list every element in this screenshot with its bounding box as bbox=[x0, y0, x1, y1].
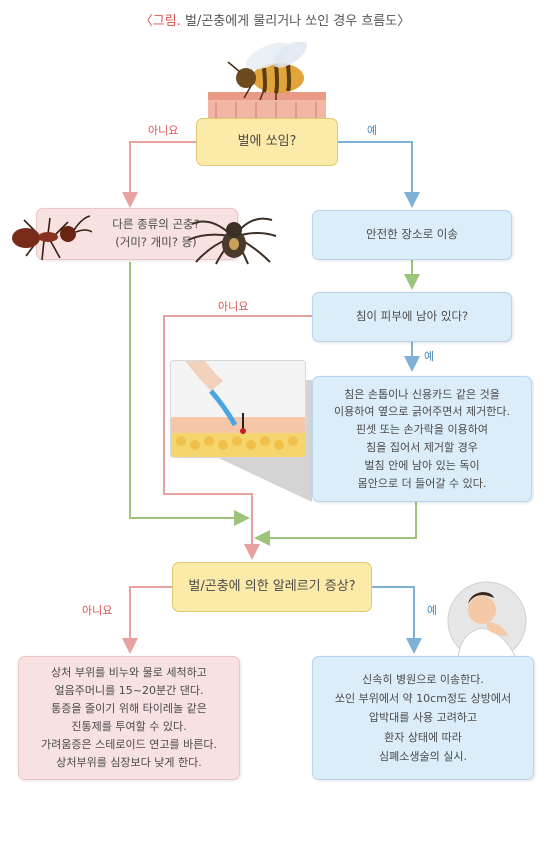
remove-line-4: 침을 집어서 제거할 경우 bbox=[366, 441, 478, 454]
node-stinger-remains-question: 침이 피부에 남아 있다? bbox=[312, 292, 512, 342]
yes-allergy-line-3: 압박대를 사용 고려하고 bbox=[368, 711, 478, 725]
edge-allergy-yes bbox=[372, 586, 422, 654]
title-tag: 〈그림. bbox=[139, 14, 181, 29]
remove-line-2: 이용하여 옆으로 긁어주면서 제거한다. bbox=[334, 405, 510, 419]
label-no-allergy: 아니요 bbox=[82, 604, 113, 617]
label-yes-sting: 예 bbox=[367, 124, 378, 137]
edge-sting-no bbox=[122, 141, 196, 208]
node-bee-sting-question: 벌에 쏘임? bbox=[196, 118, 338, 166]
node-bee-sting-text: 벌에 쏘임? bbox=[237, 133, 297, 149]
other-insect-line-1: 다른 종류의 곤충? bbox=[112, 217, 200, 232]
no-allergy-line-1: 상처 부위를 비누와 물로 세척하고 bbox=[51, 665, 207, 679]
edge-remove-allergy bbox=[254, 502, 417, 546]
spider-illustration bbox=[187, 217, 277, 265]
node-allergy-question: 벌/곤충에 의한 알레르기 증상? bbox=[172, 562, 372, 612]
label-yes-allergy: 예 bbox=[427, 604, 438, 617]
stinger-removal-illustration bbox=[170, 360, 306, 458]
edge-stinger-no bbox=[163, 315, 312, 560]
label-yes-stinger: 예 bbox=[424, 350, 435, 363]
node-no-allergy-care: 상처 부위를 비누와 물로 세척하고 얼음주머니를 15~20분간 댄다. 통증… bbox=[18, 656, 240, 780]
edge-allergy-no bbox=[122, 586, 172, 654]
no-allergy-line-4: 진통제를 투여할 수 있다. bbox=[71, 720, 187, 733]
remove-line-3: 핀셋 또는 손가락을 이용하여 bbox=[356, 423, 488, 437]
yes-allergy-line-1: 신속히 병원으로 이송한다. bbox=[362, 672, 484, 686]
label-no-sting: 아니요 bbox=[148, 124, 179, 137]
node-move-to-safe-place: 안전한 장소로 이송 bbox=[312, 210, 512, 260]
no-allergy-line-5: 가려움증은 스테로이드 연고를 바른다. bbox=[41, 738, 217, 752]
title-text: 벌/곤충에게 물리거나 쏘인 경우 흐름도〉 bbox=[180, 14, 411, 29]
no-allergy-line-3: 통증을 줄이기 위해 타이레놀 같은 bbox=[51, 701, 207, 715]
remove-line-6: 몸안으로 더 들어갈 수 있다. bbox=[357, 476, 487, 490]
other-insect-line-2: (거미? 개미? 등) bbox=[115, 235, 197, 249]
node-remove-stinger-instructions: 침은 손톱이나 신용카드 같은 것을 이용하여 옆으로 긁어주면서 제거한다. … bbox=[312, 376, 532, 502]
bee-on-skin-illustration bbox=[208, 42, 326, 120]
diagram-title: 〈그림. 벌/곤충에게 물리거나 쏘인 경우 흐름도〉 bbox=[0, 10, 550, 29]
node-allergy-emergency-care: 신속히 병원으로 이송한다. 쏘인 부위에서 약 10cm정도 상방에서 압박대… bbox=[312, 656, 534, 780]
patient-neck-illustration bbox=[447, 581, 527, 661]
yes-allergy-line-2: 쏘인 부위에서 약 10cm정도 상방에서 bbox=[334, 692, 512, 706]
edge-other-allergy bbox=[129, 262, 250, 526]
stinger-question-text: 침이 피부에 남아 있다? bbox=[355, 309, 469, 324]
label-no-stinger: 아니요 bbox=[218, 300, 249, 313]
yes-allergy-line-4: 환자 상태에 따라 bbox=[384, 730, 462, 744]
remove-line-1: 침은 손톱이나 신용카드 같은 것을 bbox=[344, 387, 500, 401]
allergy-question-text: 벌/곤충에 의한 알레르기 증상? bbox=[188, 578, 356, 594]
move-safe-text: 안전한 장소로 이송 bbox=[366, 227, 458, 242]
no-allergy-line-2: 얼음주머니를 15~20분간 댄다. bbox=[54, 683, 204, 697]
yes-allergy-line-5: 심폐소생술의 실시. bbox=[379, 749, 467, 763]
remove-line-5: 벌침 안에 남아 있는 독이 bbox=[364, 458, 480, 472]
edge-sting-yes bbox=[338, 141, 420, 208]
no-allergy-line-6: 상처부위를 심장보다 낮게 한다. bbox=[56, 756, 202, 770]
ant-illustration bbox=[12, 215, 92, 261]
